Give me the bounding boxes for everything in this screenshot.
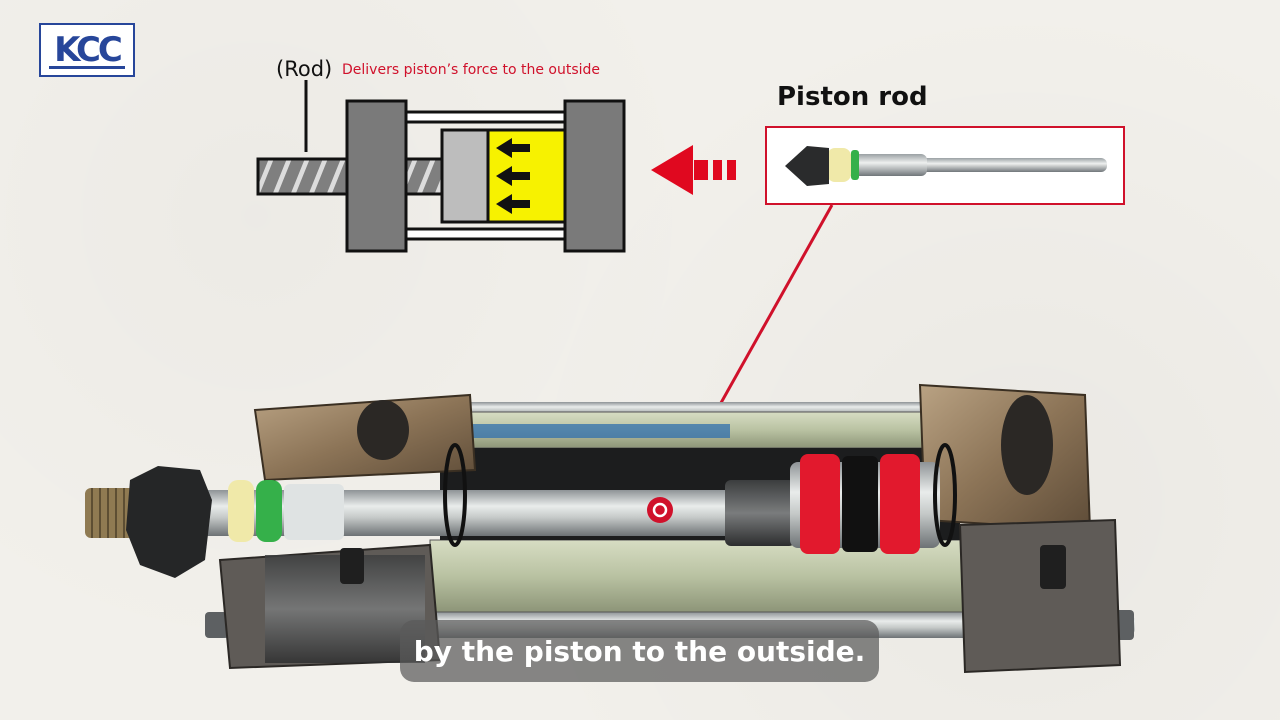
bleed-screw-right (1040, 545, 1066, 589)
pressure-arrow-icon (496, 194, 530, 214)
barrel-wall-top (402, 110, 568, 124)
arrow-left-icon (651, 145, 736, 195)
rod-end-cap (345, 99, 408, 253)
barrel-label-strip (440, 424, 730, 438)
rod-label: (Rod) (276, 57, 333, 81)
rod-bushing (284, 484, 344, 540)
rod-hex-nut (126, 466, 212, 578)
kcc-logo: KCC (39, 23, 135, 77)
rod-port-left (357, 400, 409, 460)
barrel-tube-bottom (429, 539, 971, 613)
pressure-arrows (496, 138, 530, 214)
piston-seal-front (800, 454, 840, 554)
target-marker-icon (647, 497, 673, 523)
head-port-right (1001, 395, 1053, 495)
o-ring-right (933, 443, 957, 547)
piston-rod-photo (785, 146, 1107, 186)
wiper-seal (228, 480, 254, 542)
piston-nut (725, 480, 795, 546)
tie-rod-nut-left (205, 612, 227, 638)
o-ring-left (443, 443, 467, 547)
bleed-screw-left (340, 548, 364, 584)
logo-underline (49, 66, 125, 69)
rod-seal (256, 480, 282, 542)
subtitle-text: by the piston to the outside. (413, 634, 866, 668)
piston-rod-title: Piston rod (777, 82, 928, 112)
rod-description: Delivers piston’s force to the outside (342, 62, 601, 78)
piston-wear-ring (842, 456, 878, 552)
barrel-wall-bottom (402, 227, 568, 241)
head-end-cap (563, 99, 626, 253)
cylinder-cutaway (85, 383, 1135, 674)
piston-seal-rear (880, 454, 920, 554)
subtitle-caption: by the piston to the outside. (400, 620, 879, 682)
head-end-block-bottom (958, 518, 1122, 674)
logo-text: KCC (54, 30, 123, 70)
pressure-arrow-icon (496, 138, 530, 158)
schematic-piston (440, 128, 490, 224)
pressure-arrow-icon (496, 166, 530, 186)
piston-rod-photo-frame (765, 126, 1125, 205)
